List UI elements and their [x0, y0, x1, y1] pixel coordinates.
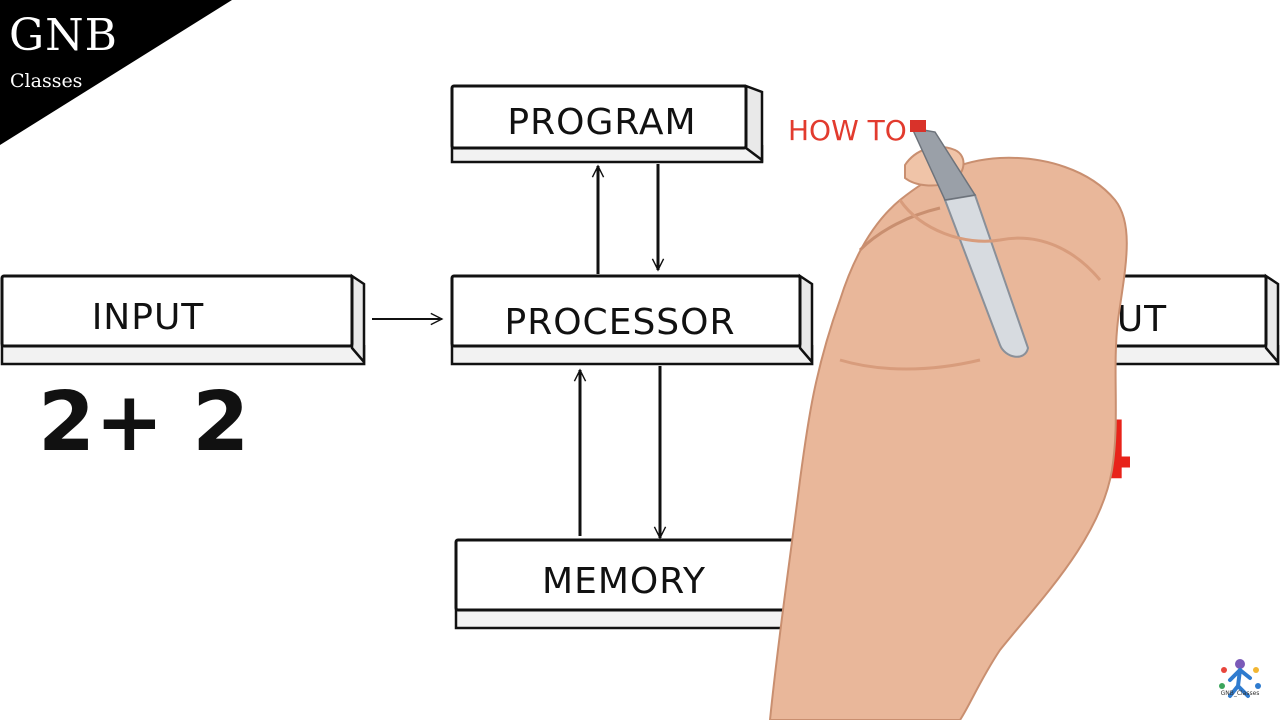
marker-tip-icon: [910, 120, 926, 132]
brand-badge-background: [0, 0, 232, 145]
channel-logo-caption: GNB_Classes: [1220, 690, 1260, 697]
hand-illustration: [768, 120, 1128, 720]
brand-badge: GNB Classes: [0, 0, 240, 145]
memory-label: MEMORY: [542, 561, 706, 602]
handwritten-note: HOW TO I: [788, 114, 924, 147]
brand-title: GNB: [9, 10, 118, 61]
program-label: PROGRAM: [507, 102, 696, 143]
input-label: INPUT: [92, 297, 205, 338]
input-box: INPUT: [0, 273, 366, 366]
output-partial-label: UT: [1117, 299, 1167, 340]
channel-logo-icon: [1219, 659, 1261, 698]
output-box: UT: [1098, 273, 1280, 366]
memory-box: MEMORY: [454, 538, 802, 630]
processor-box: PROCESSOR: [450, 273, 814, 366]
program-box: PROGRAM: [450, 84, 764, 164]
expression-text: 2+ 2: [38, 375, 249, 470]
processor-label: PROCESSOR: [505, 302, 736, 343]
brand-subtitle: Classes: [10, 70, 83, 92]
